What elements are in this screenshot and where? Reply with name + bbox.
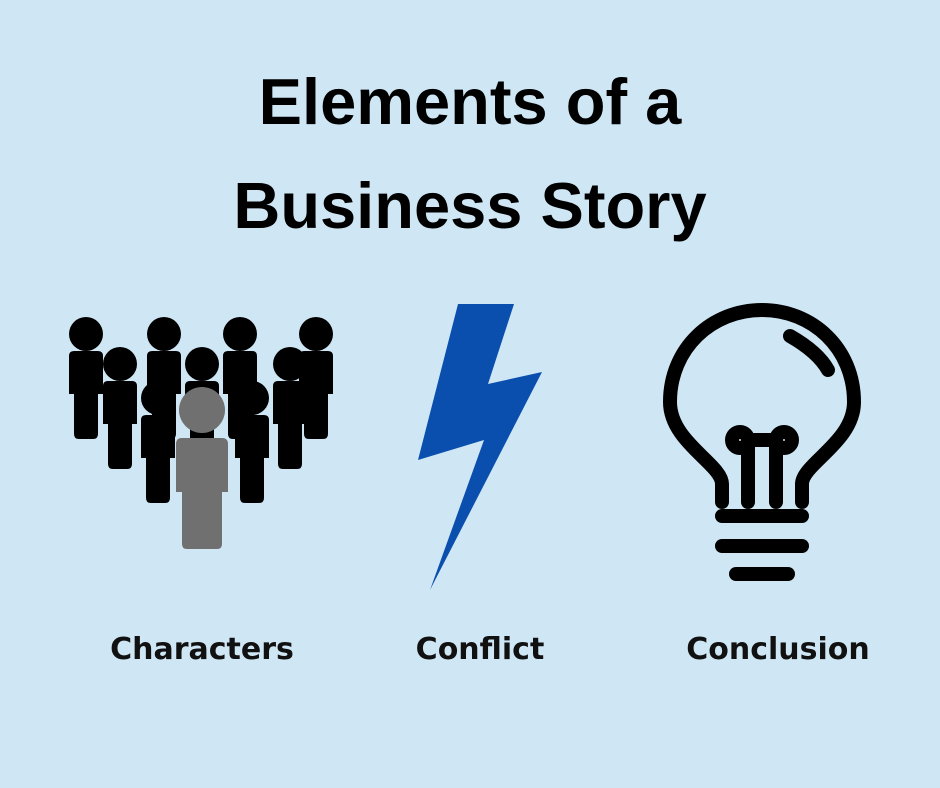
page-title: Elements of a Business Story <box>0 50 940 258</box>
lightning-bolt-icon <box>418 304 542 590</box>
title-line-1: Elements of a <box>258 65 682 138</box>
title-line-2: Business Story <box>233 169 707 242</box>
people-group-icon <box>69 317 333 549</box>
light-bulb-icon <box>663 303 861 581</box>
conclusion-label: Conclusion <box>686 632 870 667</box>
conflict-label: Conflict <box>415 632 545 667</box>
characters-label: Characters <box>110 632 294 667</box>
